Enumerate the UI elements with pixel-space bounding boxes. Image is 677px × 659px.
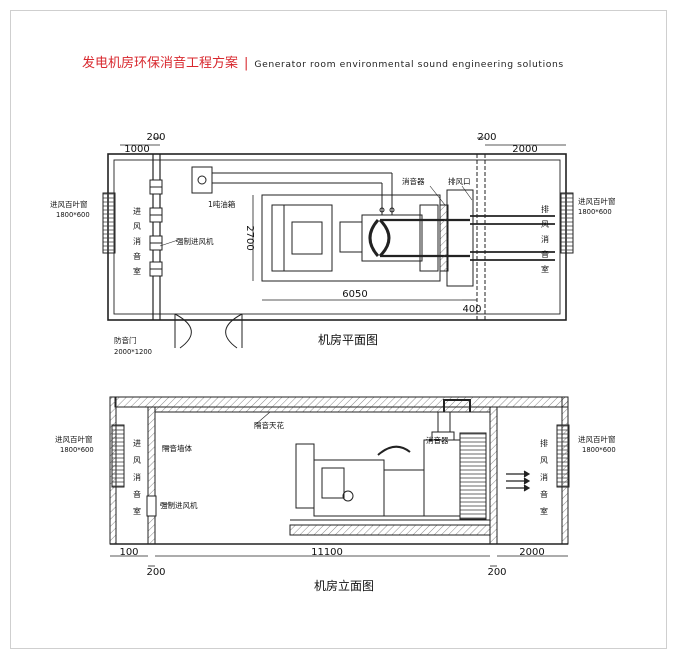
elev-foundation <box>289 524 491 536</box>
plan-exhaust-louver-label: 进风百叶窗 <box>578 196 616 206</box>
elev-inlet-louver <box>111 424 125 488</box>
title-chinese: 发电机房环保消音工程方案 <box>82 56 239 71</box>
elev-dim-11100: 11100 <box>311 547 343 558</box>
plan-dim-6050: 6050 <box>342 289 367 300</box>
elev-exhaust-louver-label: 进风百叶窗 <box>578 434 616 444</box>
plan-inlet-louver-size: 1800*600 <box>56 211 90 219</box>
plan-door-size: 2000*1200 <box>114 348 152 356</box>
elev-dim-100: 100 <box>119 547 138 558</box>
elev-forced-fan-label: 强制进风机 <box>160 500 198 510</box>
plan-exhaust-room-4: 音 <box>541 249 549 259</box>
elev-generator <box>295 399 487 520</box>
plan-forced-fan-label: 强制进风机 <box>176 236 214 246</box>
elev-silencer-label: 消音器 <box>426 435 449 445</box>
elev-left-partition <box>147 406 156 545</box>
elev-exhaust-room-1: 排 <box>540 438 548 448</box>
elev-inlet-room-1: 进 <box>133 439 141 448</box>
elev-ceiling-label: 隔音天花 <box>254 420 284 430</box>
plan-inlet-room-2: 风 <box>133 222 141 231</box>
plan-dim-200-right: 200 <box>477 132 496 143</box>
page-frame <box>10 10 667 649</box>
plan-dim-2000: 2000 <box>512 144 537 155</box>
plan-exhaust-room-3: 消 <box>541 234 549 244</box>
plan-view <box>102 137 574 349</box>
plan-inlet-room-4: 音 <box>133 251 141 261</box>
plan-exhaust-louver-size: 1800*600 <box>578 208 612 216</box>
elev-airflow-arrows <box>506 470 531 492</box>
fuel-tank <box>191 166 213 194</box>
elev-roof-slab <box>114 396 569 408</box>
elev-inlet-room-2: 风 <box>133 456 141 465</box>
elev-exhaust-room-3: 消 <box>540 472 548 482</box>
elevation-view <box>109 396 570 567</box>
plan-dim-400: 400 <box>462 304 481 315</box>
elev-inlet-room-5: 室 <box>133 506 141 516</box>
plan-exhaust-room-1: 排 <box>541 204 549 214</box>
plan-inlet-room-5: 室 <box>133 266 141 276</box>
plan-inlet-louver-label: 进风百叶窗 <box>50 199 88 209</box>
elev-exhaust-room-4: 音 <box>540 489 548 499</box>
page-title: 发电机房环保消音工程方案 | Generator room environmenta… <box>82 52 564 71</box>
plan-dim-200-left: 200 <box>146 132 165 143</box>
title-separator: | <box>244 56 249 71</box>
plan-door <box>174 313 243 349</box>
plan-inlet-room-3: 消 <box>133 236 141 246</box>
plan-fuel-tank-label: 1吨油箱 <box>208 199 236 209</box>
elev-inlet-louver-label: 进风百叶窗 <box>55 434 93 444</box>
plan-door-label: 防音门 <box>114 335 137 345</box>
plan-inlet-room-1: 进 <box>133 207 141 216</box>
plan-silencer-label: 消音器 <box>402 176 425 186</box>
elev-exhaust-louver <box>556 424 570 488</box>
plan-exhaust-louver <box>560 192 574 254</box>
plan-exhaust-room-5: 室 <box>541 264 549 274</box>
title-english: Generator room environmental sound engin… <box>254 59 564 70</box>
plan-inlet-louver <box>102 192 116 254</box>
plan-generator <box>261 189 474 287</box>
plan-dim-1000: 1000 <box>124 144 149 155</box>
elev-caption: 机房立面图 <box>314 578 374 593</box>
plan-exhaust-room-2: 风 <box>541 220 549 229</box>
elev-exhaust-louver-size: 1800*600 <box>582 446 616 454</box>
elev-dim-200-right: 200 <box>487 567 506 578</box>
plan-dim-2700: 2700 <box>244 225 255 250</box>
elev-wall-label: 隔音墙体 <box>162 443 192 453</box>
plan-forced-fans <box>149 179 163 277</box>
plan-exhaust-port-label: 排风口 <box>448 176 471 186</box>
elev-inlet-louver-size: 1800*600 <box>60 446 94 454</box>
elev-right-partition <box>489 406 498 545</box>
elev-inlet-room-3: 消 <box>133 472 141 482</box>
plan-caption: 机房平面图 <box>318 332 378 347</box>
elev-exhaust-room-2: 风 <box>540 456 548 465</box>
elev-exhaust-room-5: 室 <box>540 506 548 516</box>
elev-acoustic-ceiling <box>154 406 491 413</box>
elev-dim-200-left: 200 <box>146 567 165 578</box>
elev-inlet-room-4: 音 <box>133 489 141 499</box>
elev-dim-2000: 2000 <box>519 547 544 558</box>
